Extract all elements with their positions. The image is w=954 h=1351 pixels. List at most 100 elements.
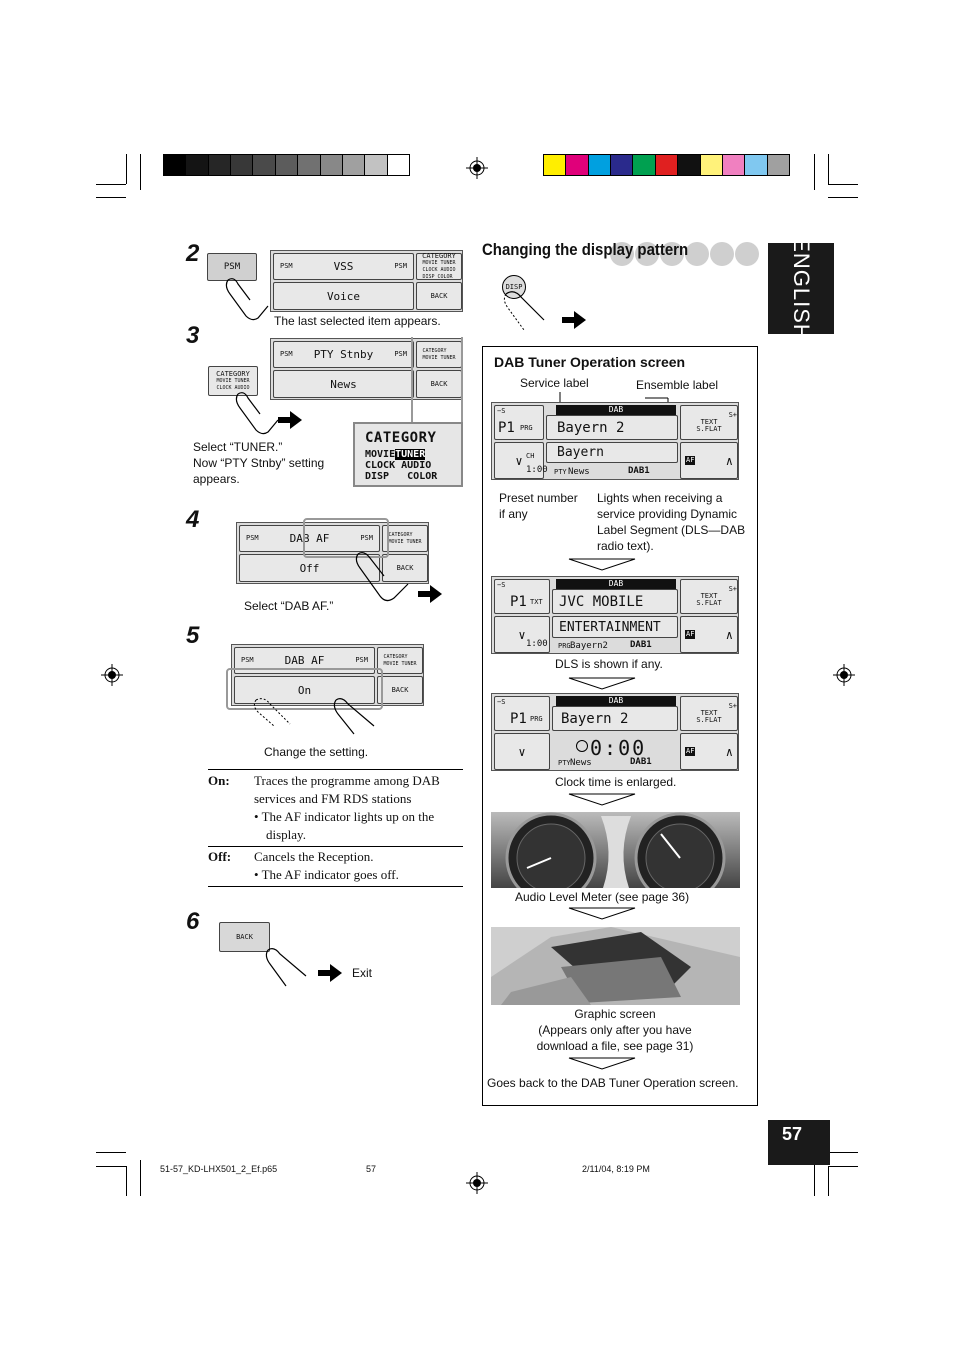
down-arrow-icon — [568, 1057, 636, 1070]
seek-plus-label: S+ — [728, 585, 737, 593]
color-swatch — [700, 155, 723, 175]
setting-row[interactable]: Voice — [273, 282, 414, 310]
dls-text-1: JVC MOBILE — [559, 593, 644, 610]
menu-audio[interactable]: AUDIO — [401, 460, 432, 471]
step4-caption: Select “DAB AF.” — [244, 599, 334, 613]
back-label: BACK — [430, 379, 448, 388]
arrow-right-icon — [418, 585, 442, 603]
ensemble-label-callout: Ensemble label — [636, 378, 719, 392]
menu-disp[interactable]: DISP — [365, 471, 390, 482]
back-button[interactable]: BACK — [219, 922, 270, 952]
down-button[interactable]: ∨ — [494, 733, 550, 770]
back-button[interactable]: BACK — [377, 676, 423, 704]
dls-text-2: ENTERTAINMENT — [559, 619, 661, 635]
gray-swatch — [320, 155, 343, 175]
back-label: BACK — [430, 291, 448, 300]
zoom-callout-line — [411, 337, 463, 425]
setting-label: Off: — [208, 849, 232, 864]
display-line2: Voice — [326, 289, 361, 303]
text-label: TEXT — [700, 418, 718, 426]
chevron-up-icon: ∧ — [725, 453, 733, 468]
back-button[interactable]: BACK — [416, 282, 462, 310]
crop-mark — [828, 184, 858, 185]
band-indicator: DAB — [556, 579, 676, 589]
back-button[interactable]: BACK — [382, 554, 428, 582]
up-button[interactable]: AF∧ — [680, 616, 738, 653]
section-title: Changing the display pattern — [482, 240, 689, 259]
menu-clock[interactable]: CLOCK — [365, 460, 396, 471]
psm-indicator: PSM — [360, 534, 373, 542]
af-indicator: AF — [685, 747, 696, 756]
setting-row[interactable]: News — [273, 370, 414, 398]
category-zoom: CATEGORY MOVIETUNER CLOCK AUDIO DISP COL… — [353, 422, 463, 487]
down-button[interactable]: ∨ — [494, 616, 550, 653]
gray-swatch — [342, 155, 366, 175]
chevron-down-icon: ∨ — [518, 744, 526, 759]
arrow-right-icon — [278, 411, 302, 429]
psm-button-label: PSM — [223, 262, 241, 272]
seek-plus-label: S+ — [728, 411, 737, 419]
crop-mark — [828, 197, 858, 198]
highlight-box — [226, 668, 383, 710]
sound-mode-label: S.FLAT — [696, 425, 722, 433]
down-button[interactable]: ∨ — [494, 442, 544, 479]
table-rule — [208, 769, 463, 770]
up-button[interactable]: AF∧ — [680, 442, 738, 479]
clock-caption: Clock time is enlarged. — [555, 775, 677, 789]
seek-minus-label: −S — [497, 698, 506, 706]
color-swatch — [611, 155, 634, 175]
arrow-right-icon — [562, 311, 586, 329]
color-swatch — [745, 155, 768, 175]
language-label: ENGLISH — [789, 236, 814, 341]
dab-slot: DAB1 — [630, 757, 652, 767]
chevron-up-icon: ∧ — [725, 627, 733, 642]
finger-press-icon — [253, 698, 291, 727]
step6-caption: Exit — [352, 966, 373, 980]
up-button[interactable]: AF ∧ — [680, 733, 738, 770]
preset-minus-button[interactable]: −S — [494, 579, 550, 614]
back-label: BACK — [391, 685, 409, 694]
step2-caption: The last selected item appears. — [274, 314, 441, 328]
prg-indicator: PRG — [520, 424, 533, 432]
sound-mode-label: S.FLAT — [696, 716, 722, 724]
psm-indicator: PSM — [241, 656, 254, 664]
menu-movie[interactable]: MOVIE — [365, 449, 396, 460]
footer-page: 57 — [366, 1164, 377, 1174]
menu-color[interactable]: COLOR — [407, 471, 438, 482]
crop-mark — [96, 197, 126, 198]
text-label: TEXT — [700, 709, 718, 717]
chevron-up-icon: ∧ — [725, 744, 733, 759]
color-bar — [543, 154, 790, 176]
finger-press-icon — [355, 552, 409, 602]
crop-mark — [126, 154, 127, 184]
seek-plus-label: S+ — [728, 702, 737, 710]
down-arrow-icon — [568, 907, 636, 920]
category-button-label: CATEGORY — [216, 369, 250, 378]
graphic-caption: Graphic screen (Appears only after you h… — [536, 1007, 694, 1053]
page-number: 57 — [782, 1124, 803, 1144]
menu-tuner[interactable]: TUNER — [395, 449, 426, 460]
crop-mark — [828, 1152, 858, 1153]
text-label: TEXT — [700, 592, 718, 600]
disp-button[interactable]: DISP — [502, 275, 526, 299]
preset-minus-button[interactable]: −S — [494, 696, 550, 731]
psm-button[interactable]: PSM — [207, 253, 257, 281]
step5-caption: Change the setting. — [264, 745, 369, 759]
preset-minus-button[interactable]: −S — [494, 405, 544, 440]
dab-panel — [482, 346, 758, 1106]
display-line1: DAB AF — [289, 532, 330, 545]
finger-press-icon — [333, 698, 375, 735]
step3-caption: Select “TUNER.” Now “PTY Stnby” setting … — [193, 440, 325, 486]
footer-date: 2/11/04, 8:19 PM — [582, 1164, 650, 1174]
